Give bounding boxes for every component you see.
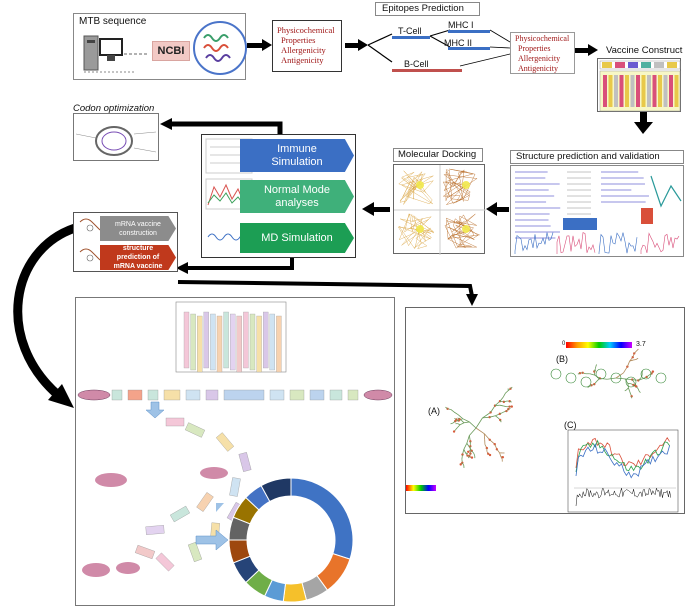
docking-title: Molecular Docking xyxy=(398,149,476,160)
properties-box-1: Physicochemical Properties Allergenicity… xyxy=(272,20,342,72)
props1-line-3: Allergenicity xyxy=(281,45,326,55)
color-scale-bar-small xyxy=(406,485,436,491)
props1-line-1: Physicochemical xyxy=(277,25,335,35)
docking-title-box: Molecular Docking xyxy=(393,148,483,162)
vaccine-construct-label: Vaccine Construct xyxy=(606,45,682,56)
arrow-2 xyxy=(345,43,359,48)
simulation-box: Immune Simulation Normal Mode analyses M… xyxy=(201,134,356,258)
scale-min: 0 xyxy=(562,341,565,347)
codon-image xyxy=(73,113,159,161)
mtb-sequence-box: MTB sequence NCBI xyxy=(73,13,246,80)
normal-mode-tile: Normal Mode analyses xyxy=(240,180,354,213)
structure-title: Structure prediction and validation xyxy=(516,151,660,162)
mrna-construction-tile: mRNA vaccine construction xyxy=(100,216,176,241)
props2-line-3: Allergenicity xyxy=(518,54,560,64)
dna-sequence-icon xyxy=(192,18,252,78)
tcell-bar xyxy=(392,36,430,39)
immune-simulation-tile: Immune Simulation xyxy=(240,139,354,172)
mhc1-label: MHC I xyxy=(448,20,474,30)
ncbi-badge: NCBI xyxy=(152,41,190,61)
panel-label-c: (C) xyxy=(564,420,577,430)
epitopes-title: Epitopes Prediction xyxy=(382,3,464,14)
props2-line-1: Physicochemical xyxy=(515,34,569,44)
properties-box-2: Physicochemical Properties Allergenicity… xyxy=(510,32,575,74)
mrna-construct-panel xyxy=(75,297,395,606)
mrna-structure-tile: structure prediction of mRNA vaccine xyxy=(100,245,176,270)
mrna-structure-label: structure prediction of mRNA vaccine xyxy=(108,244,168,271)
mrna-thumbnails xyxy=(76,214,104,272)
structure-title-box: Structure prediction and validation xyxy=(510,150,684,164)
normal-mode-label: Normal Mode analyses xyxy=(252,184,342,210)
md-simulation-tile: MD Simulation xyxy=(240,223,354,253)
mrna-box: mRNA vaccine construction structure pred… xyxy=(73,212,178,272)
epitopes-title-box: Epitopes Prediction xyxy=(375,2,480,16)
immune-simulation-label: Immune Simulation xyxy=(262,143,332,169)
props2-line-4: Antigenicity xyxy=(518,64,558,74)
panel-label-b: (B) xyxy=(556,354,568,364)
bcell-label: B-Cell xyxy=(404,59,429,69)
ring-segment xyxy=(291,478,353,559)
docking-image xyxy=(393,164,485,254)
props2-line-2: Properties xyxy=(518,44,550,54)
md-simulation-label: MD Simulation xyxy=(261,232,333,244)
bcell-bar xyxy=(392,69,462,72)
panel-label-a: (A) xyxy=(428,406,440,416)
props1-line-4: Antigenicity xyxy=(281,55,324,65)
mhc2-bar xyxy=(448,47,490,50)
vaccine-construct-image xyxy=(597,58,681,112)
structure-analysis-panel: (A) (B) (C) 0 3.7 xyxy=(405,307,685,514)
mhc1-bar xyxy=(448,30,490,33)
props1-line-2: Properties xyxy=(281,35,315,45)
scale-max: 3.7 xyxy=(636,341,646,348)
mrna-construction-label: mRNA vaccine construction xyxy=(113,220,163,238)
structure-image xyxy=(510,165,684,257)
color-scale-bar xyxy=(566,342,632,348)
tcell-label: T-Cell xyxy=(398,26,422,36)
ring-segment xyxy=(283,583,306,602)
